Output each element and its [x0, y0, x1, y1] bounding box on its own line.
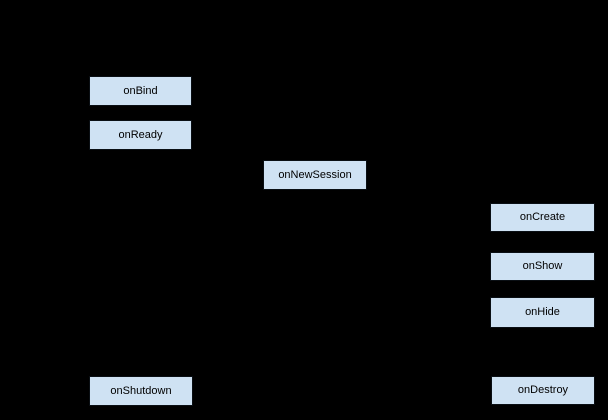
- node-onbind: onBind: [89, 76, 192, 106]
- node-onshow: onShow: [490, 252, 595, 281]
- node-onshutdown: onShutdown: [89, 376, 193, 406]
- node-onhide: onHide: [490, 297, 595, 328]
- node-onready: onReady: [89, 120, 192, 150]
- node-onnewsession: onNewSession: [263, 160, 367, 190]
- node-oncreate: onCreate: [490, 203, 595, 232]
- node-ondestroy: onDestroy: [491, 376, 595, 405]
